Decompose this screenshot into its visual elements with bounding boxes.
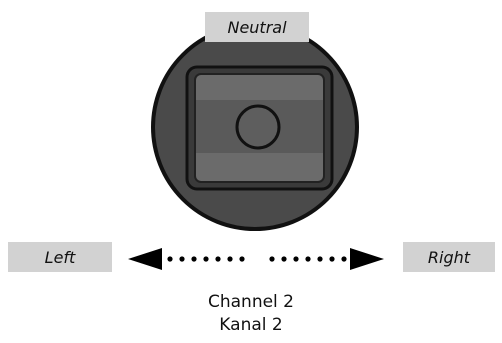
kanal-caption: Kanal 2 [219,315,283,335]
stick-knob [235,104,281,150]
channel-caption: Channel 2 [207,292,294,312]
right-dotted-line [269,256,347,262]
neutral-label: Neutral [205,12,309,42]
right-label: Right [403,242,495,272]
arrow-left-icon [128,248,162,270]
arrow-right-icon [350,248,384,270]
left-label: Left [8,242,112,272]
left-dotted-line [167,256,245,262]
gimbal-stick-icon [151,23,359,231]
